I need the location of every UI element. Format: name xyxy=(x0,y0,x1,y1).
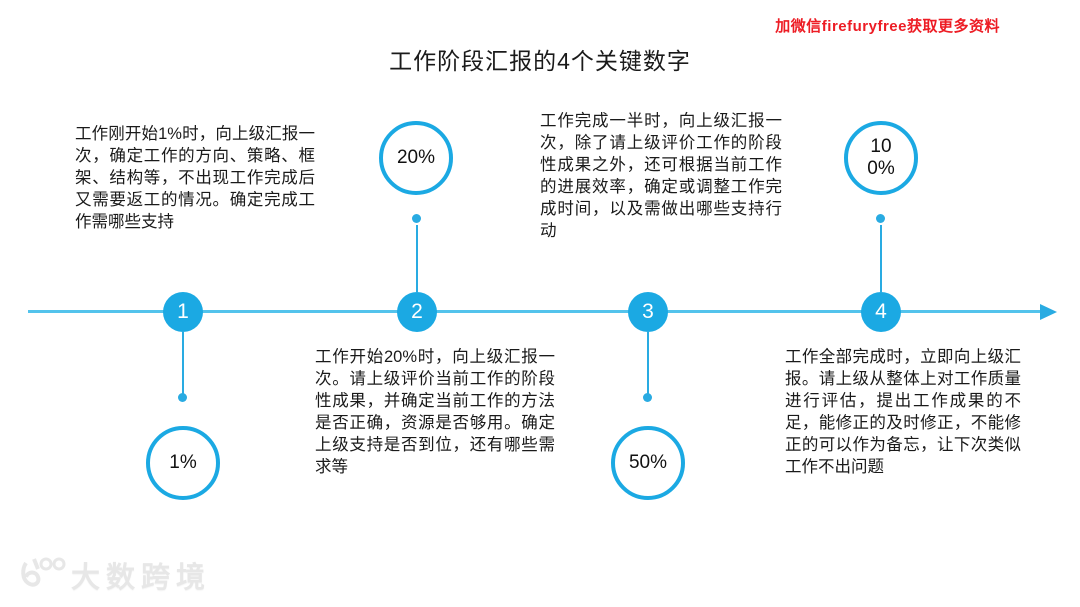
timeline-axis-line xyxy=(28,310,1044,313)
milestone-2-node: 2 xyxy=(397,292,437,332)
milestone-4-connector-line xyxy=(880,225,882,292)
milestone-1-description: 工作刚开始1%时，向上级汇报一次，确定工作的方向、策略、框架、结构等，不出现工作… xyxy=(75,125,315,231)
milestone-3-connector-dot xyxy=(643,393,652,402)
milestone-2-percent-label: 20% xyxy=(396,147,436,169)
milestone-3-connector-line xyxy=(647,332,649,395)
milestone-4-node: 4 xyxy=(861,292,901,332)
milestone-2-connector-line xyxy=(416,225,418,292)
milestone-1-percent-circle: 1% xyxy=(146,426,220,500)
promo-text: 加微信firefuryfree获取更多资料 xyxy=(775,18,1000,35)
timeline-arrow-icon xyxy=(1040,304,1057,320)
milestone-3-description: 工作完成一半时，向上级汇报一次，除了请上级评价工作的阶段性成果之外，还可根据当前… xyxy=(540,112,782,240)
milestone-4-percent-label: 100% xyxy=(867,136,895,179)
watermark-text: 大数跨境 xyxy=(71,562,212,594)
milestone-2-description: 工作开始20%时，向上级汇报一次。请上级评价当前工作的阶段性成果，并确定当前工作… xyxy=(315,348,555,476)
watermark-logo-icon xyxy=(20,555,66,596)
milestone-4-percent-circle: 100% xyxy=(844,121,918,195)
milestone-1-percent-label: 1% xyxy=(169,452,197,474)
milestone-3-percent-label: 50% xyxy=(628,452,668,474)
milestone-1-node: 1 xyxy=(163,292,203,332)
milestone-2-percent-circle: 20% xyxy=(379,121,453,195)
milestone-3-percent-circle: 50% xyxy=(611,426,685,500)
milestone-1-connector-line xyxy=(182,332,184,395)
milestone-2-connector-dot xyxy=(412,214,421,223)
page-title: 工作阶段汇报的4个关键数字 xyxy=(389,48,691,74)
watermark: 大数跨境 xyxy=(20,554,211,596)
milestone-4-connector-dot xyxy=(876,214,885,223)
milestone-3-node: 3 xyxy=(628,292,668,332)
milestone-4-description: 工作全部完成时，立即向上级汇报。请上级从整体上对工作质量进行评估，提出工作成果的… xyxy=(785,348,1021,476)
milestone-1-connector-dot xyxy=(178,393,187,402)
